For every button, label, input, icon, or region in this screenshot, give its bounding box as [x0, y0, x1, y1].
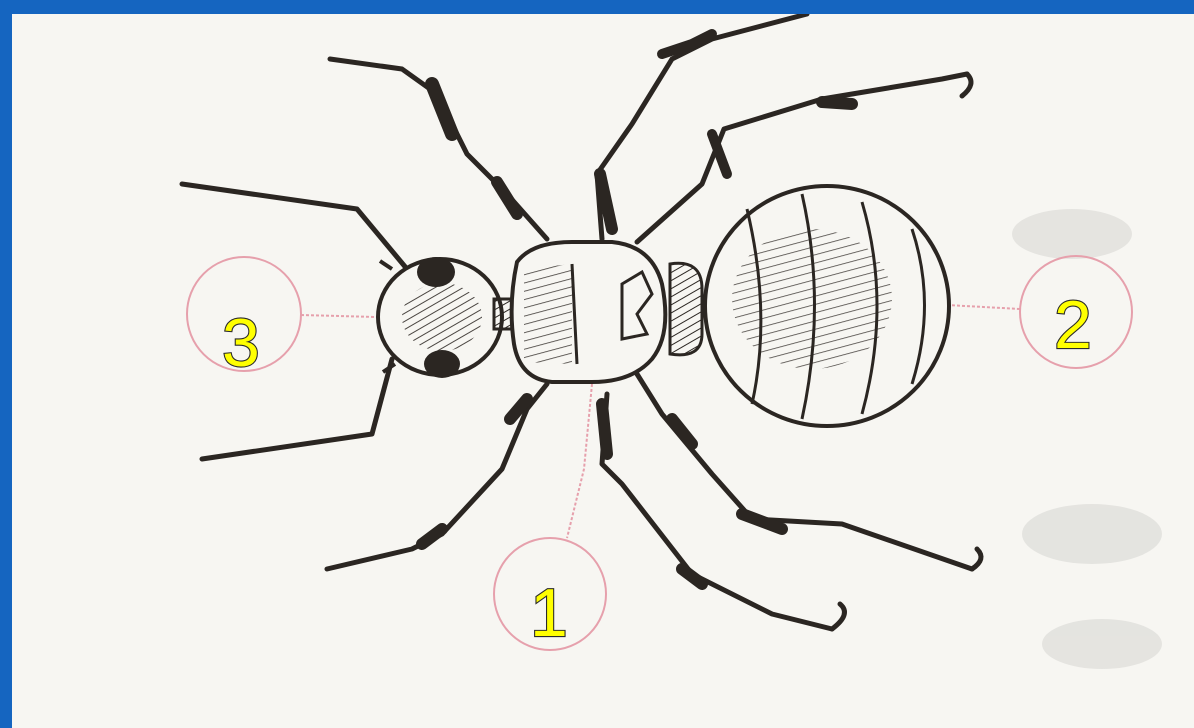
- label-3: 3: [222, 305, 260, 381]
- callout-3-marker: [187, 257, 376, 371]
- callout-2-marker: [947, 256, 1132, 368]
- ant-petiole: [670, 263, 702, 355]
- illustration-panel: 3 2 1: [12, 14, 1194, 728]
- ant-diagram: 3 2 1: [12, 14, 1194, 728]
- background-smudges: [1012, 209, 1162, 669]
- ant-head: [378, 257, 502, 378]
- ant-abdomen: [705, 186, 949, 426]
- label-1: 1: [530, 575, 568, 651]
- label-2: 2: [1054, 287, 1092, 363]
- ant-thorax: [512, 242, 666, 382]
